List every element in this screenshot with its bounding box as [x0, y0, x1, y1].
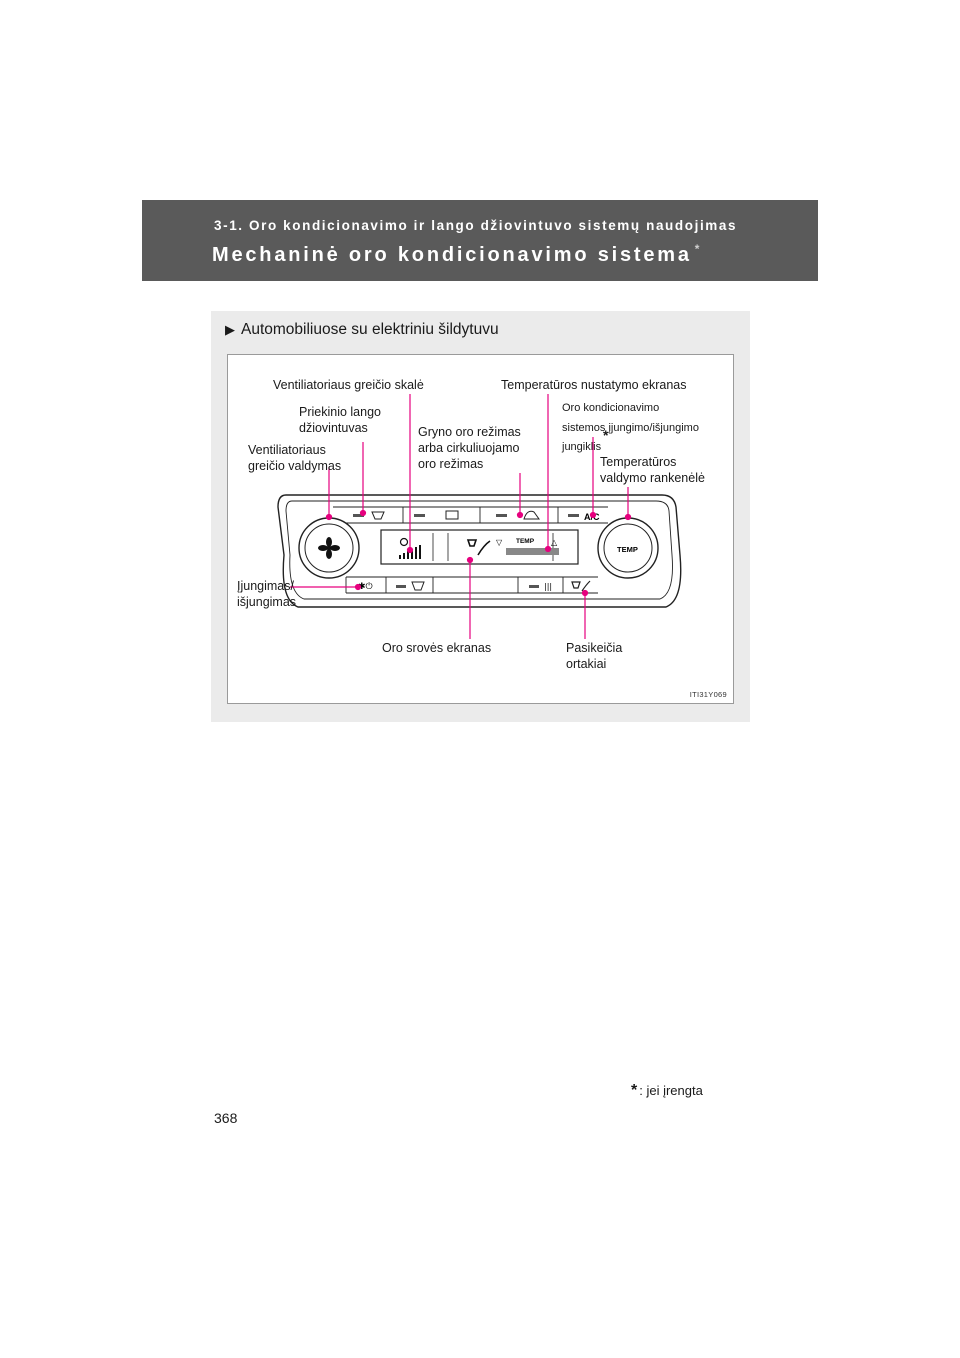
label-temp-knob-l2: valdymo rankenėlė	[600, 471, 705, 485]
optional-marker: *	[694, 242, 700, 256]
front-defog-icon	[411, 581, 425, 591]
leader-lines	[290, 394, 632, 639]
label-windshield-l2: džiovintuvas	[299, 421, 368, 435]
temp-down-arrow-icon: ▽	[496, 538, 503, 547]
footnote: *: jei įrengta	[631, 1082, 703, 1100]
fan-speed-bar-icon	[399, 537, 421, 559]
label-fresh-air-l3: oro režimas	[418, 457, 484, 471]
power-button-icon: ✱⏻	[358, 581, 373, 592]
page-title-text: Mechaninė oro kondicionavimo sistema	[212, 244, 692, 266]
windshield-defrost-icon	[371, 511, 385, 520]
rear-defog-indicator	[414, 514, 425, 517]
label-vents-l2: ortakiai	[566, 657, 607, 671]
climate-panel-figure: A/C ▽ TEMP △ ✱⏻	[227, 354, 734, 704]
recirc-indicator	[496, 514, 507, 517]
variant-heading: ▶ Automobiliuose su elektriniu šildytuvu	[225, 321, 499, 339]
airflow-mode-icon	[466, 539, 491, 556]
label-ac-marker: *	[603, 427, 609, 443]
label-fan-control-l2: greičio valdymas	[248, 459, 342, 473]
page-title: Mechaninė oro kondicionavimo sistema*	[212, 242, 699, 267]
climate-control-illustration: A/C ▽ TEMP △ ✱⏻	[277, 394, 682, 639]
temp-setting-scale	[506, 548, 559, 555]
ac-indicator	[568, 514, 579, 517]
label-fan-speed-scale: Ventiliatoriaus greičio skalė	[273, 378, 424, 392]
temp-knob-label: TEMP	[617, 545, 638, 554]
chapter-header: 3-1. Oro kondicionavimo ir lango džiovin…	[142, 200, 818, 281]
display-temp-label: TEMP	[516, 538, 535, 545]
label-ac-l3: jungiklis	[562, 441, 602, 453]
recirculation-icon	[523, 510, 540, 520]
rear-defog-icon	[445, 510, 459, 520]
label-ac-l2: sistemos įjungimo/išjungimo	[562, 422, 699, 434]
footnote-marker: *	[631, 1082, 638, 1099]
section-title: 3-1. Oro kondicionavimo ir lango džiovin…	[214, 218, 738, 233]
label-temp-display: Temperatūros nustatymo ekranas	[501, 378, 687, 392]
temp-up-arrow-icon: △	[551, 538, 558, 547]
label-power-l2: išjungimas	[237, 595, 297, 609]
figure-code: ITI31Y069	[689, 690, 727, 699]
fan-icon	[318, 537, 340, 559]
center-display	[380, 529, 579, 565]
label-power-l1: Įjungimas/	[237, 579, 294, 593]
defrost-indicator	[353, 514, 364, 517]
triangle-bullet-icon: ▶	[225, 322, 235, 337]
label-vents-l1: Pasikeičia	[566, 641, 623, 655]
heater-icon: |||	[544, 582, 552, 591]
vent-mode-icon	[571, 580, 591, 592]
label-temp-knob-l1: Temperatūros	[600, 455, 677, 469]
figure-panel: ▶Automobiliuose su elektriniu šildytuvu …	[211, 311, 750, 722]
label-airflow-display: Oro srovės ekranas	[382, 641, 492, 655]
label-ac-l1: Oro kondicionavimo	[562, 402, 660, 414]
label-windshield-l1: Priekinio lango	[299, 405, 381, 419]
footnote-text: : jei įrengta	[639, 1083, 703, 1098]
page-number: 368	[214, 1110, 238, 1126]
label-fresh-air-l2: arba cirkuliuojamo	[418, 441, 520, 455]
variant-title: Automobiliuose su elektriniu šildytuvu	[241, 321, 499, 338]
panel-inner-bezel	[285, 500, 673, 600]
label-fresh-air-l1: Gryno oro režimas	[418, 425, 521, 439]
label-fan-control-l1: Ventiliatoriaus	[248, 443, 326, 457]
